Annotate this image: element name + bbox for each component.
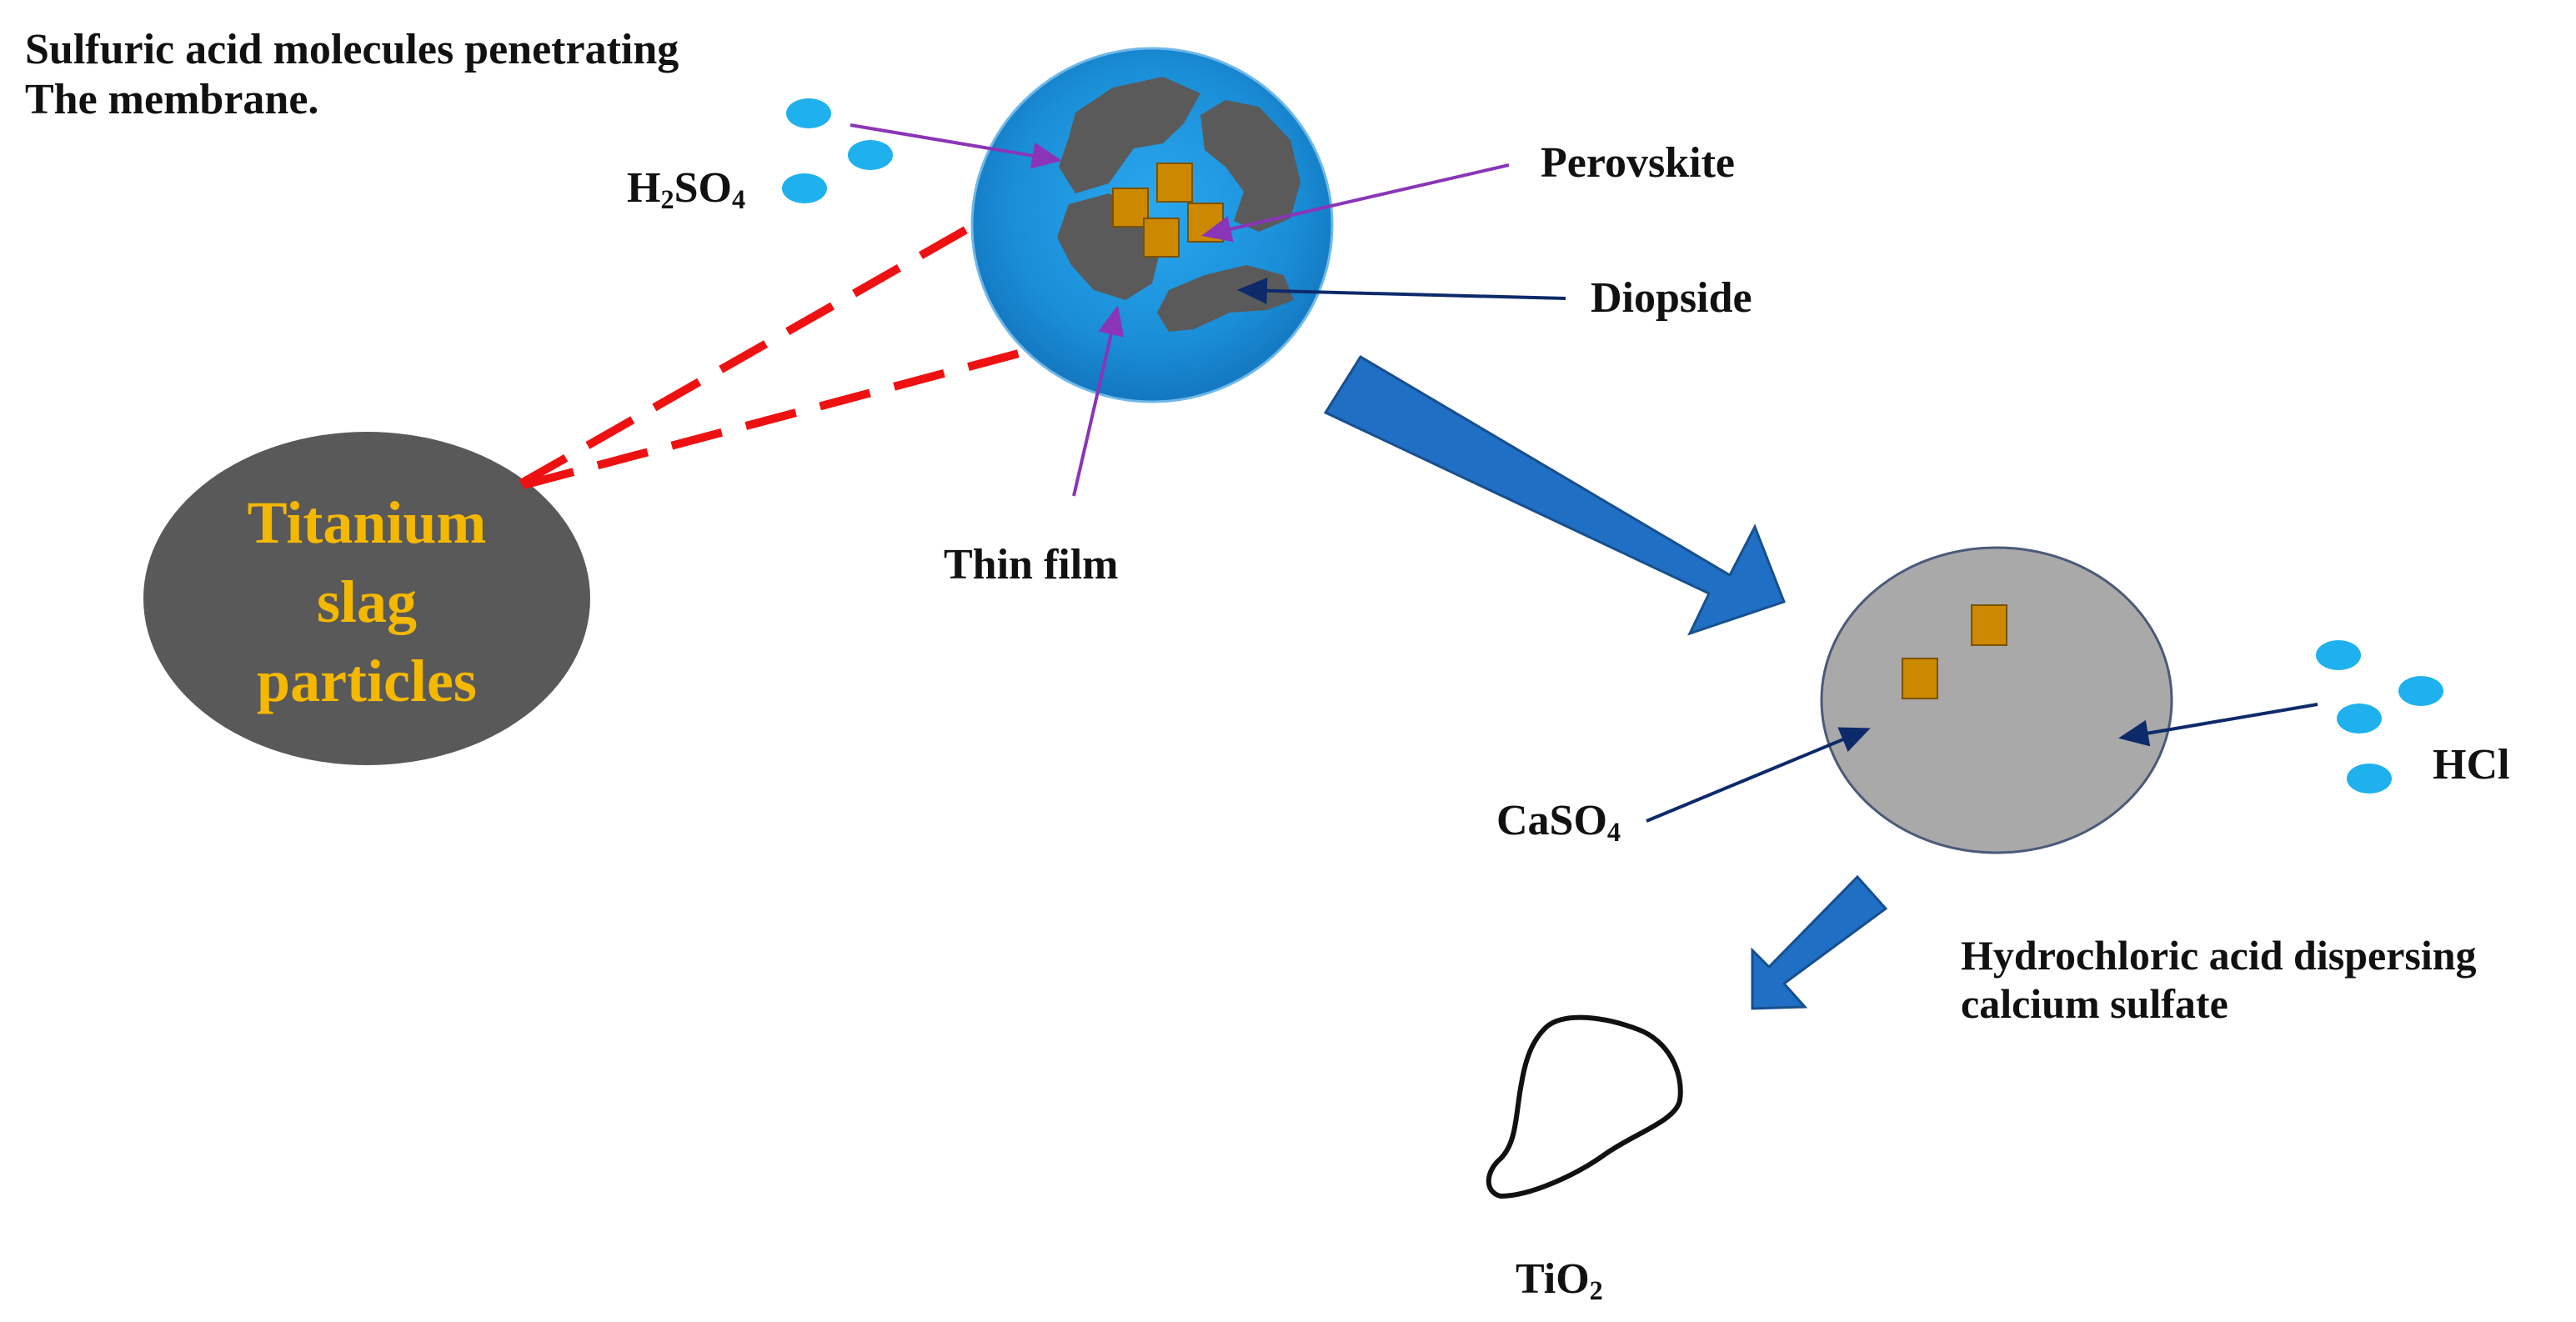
- tio2-text: TiO: [1516, 1255, 1590, 1303]
- hcl-desc-line1: Hydrochloric acid dispersing: [1961, 932, 2477, 979]
- h2so4-sub-4: 4: [731, 184, 746, 215]
- sulfuric-caption-line2: The membrane.: [25, 75, 319, 123]
- caso4-label: CaSO4: [1496, 796, 1621, 848]
- caso4-text: CaSO: [1496, 797, 1607, 844]
- hcl-desc-line2: calcium sulfate: [1961, 979, 2228, 1027]
- tio2-product-outline: [1486, 1014, 1683, 1199]
- h2so4-sub-2: 2: [660, 184, 674, 215]
- residue-pointers: [1646, 703, 2318, 823]
- slag-label-line1: Titanium: [247, 489, 487, 556]
- sulfuric-caption-line1: Sulfuric acid molecules penetrating: [25, 26, 679, 73]
- flow-arrow-main: [1323, 354, 1786, 636]
- hcl-label: HCl: [2433, 741, 2510, 789]
- diopside-pointer: [1237, 277, 1566, 304]
- sulfuric-acid-caption: Sulfuric acid molecules penetrating The …: [25, 25, 679, 125]
- slag-label-line2: slag: [316, 568, 418, 635]
- h2so4-text-so: SO: [674, 164, 732, 212]
- purple-pointers: [849, 123, 1510, 497]
- h2so4-label: H2SO4: [627, 163, 745, 215]
- tio2-sub-2: 2: [1589, 1275, 1603, 1306]
- titanium-slag-label: Titanium slag particles: [142, 483, 592, 721]
- hcl-drops: [2316, 640, 2443, 794]
- titanium-slag-particle: [143, 432, 590, 765]
- tio2-label: TiO2: [1516, 1254, 1603, 1306]
- h2so4-text-h: H: [627, 164, 661, 212]
- slag-label-line3: particles: [257, 648, 477, 714]
- residue-perovskite-crystals: [1902, 604, 2007, 699]
- hcl-description: Hydrochloric acid dispersing calcium sul…: [1961, 932, 2477, 1028]
- perovskite-label: Perovskite: [1541, 139, 1735, 187]
- residue-particle: [1820, 546, 2173, 854]
- flow-arrow-second: [1751, 874, 1888, 1010]
- perovskite-crystals: [1112, 163, 1224, 258]
- h2so4-drops: [782, 98, 893, 203]
- thin-film-label: Thin film: [944, 541, 1119, 588]
- caso4-sub-4: 4: [1606, 817, 1621, 848]
- diopside-label: Diopside: [1591, 274, 1752, 322]
